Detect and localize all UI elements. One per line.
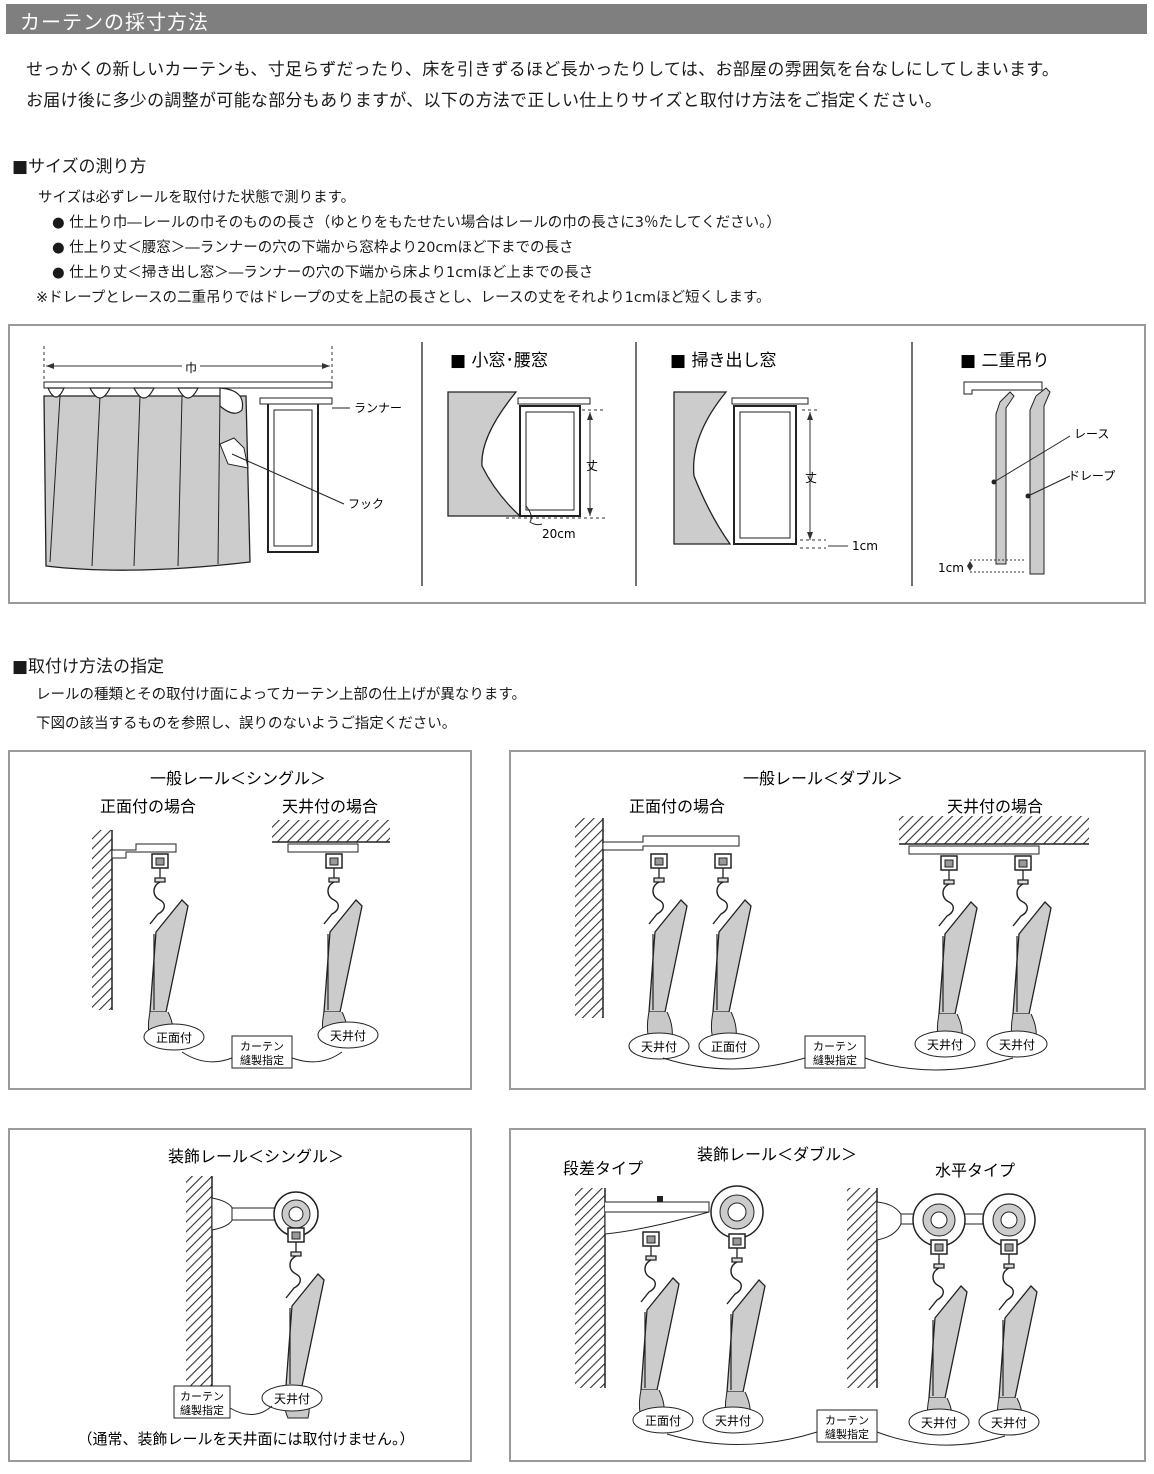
drape-label: ドレープ: [1068, 469, 1115, 483]
mount-lead-1: レールの種類とその取付け面によってカーテン上部の仕上げが異なります。: [36, 687, 526, 703]
small-window-title: ■ 小窓･腰窓: [450, 351, 548, 371]
double-tag-4: 天井付: [999, 1038, 1035, 1052]
measure-diagram: 巾 ランナー フック ■ 小窓･腰窓 丈 20cm ■: [43, 342, 1115, 586]
deco-double-diagram: 装飾レール＜ダブル＞ 段差タイプ 水平タイプ 正面付 天井付 カーテン 縫製指定: [563, 1145, 1040, 1446]
general-single-title: 一般レール＜シングル＞: [150, 769, 326, 788]
double-title: ■ 二重吊り: [960, 351, 1049, 371]
length-label-small: 丈: [586, 459, 598, 473]
double-tag-2: 正面付: [711, 1040, 747, 1054]
hook-label: フック: [348, 497, 384, 511]
deco-double-tag-2: 天井付: [715, 1414, 751, 1428]
panel-deco-single: 装飾レール＜シングル＞ カーテン 縫製指定 天井付 （通常、装飾レールを天井面に…: [8, 1128, 472, 1462]
deco-double-sewing-2: 縫製指定: [825, 1427, 869, 1441]
deco-single-sewing-2: 縫製指定: [180, 1403, 224, 1417]
deco-single-title: 装飾レール＜シングル＞: [168, 1147, 344, 1166]
measure-note: ※ドレープとレースの二重吊りではドレープの丈を上記の長さとし、レースの丈をそれよ…: [36, 290, 771, 306]
flat-type-caption: 水平タイプ: [935, 1161, 1015, 1180]
measure-bullet-width: ● 仕上り巾―レールの巾そのものの長さ（ゆとりをもたせたい場合はレールの巾の長さ…: [52, 215, 781, 231]
intro-line-2: お届け後に多少の調整が可能な部分もありますが、以下の方法で正しい仕上りサイズと取…: [26, 91, 943, 111]
mount-heading: ■取付け方法の指定: [12, 657, 165, 677]
deco-double-tag-3: 天井付: [921, 1416, 957, 1430]
length-label-sweep: 丈: [805, 471, 817, 485]
step-type-caption: 段差タイプ: [563, 1159, 643, 1178]
double-sewing-2: 縫製指定: [813, 1053, 857, 1067]
deco-single-sewing-1: カーテン: [180, 1390, 224, 1403]
deco-single-diagram: 装飾レール＜シングル＞ カーテン 縫製指定 天井付 （通常、装飾レールを天井面に…: [77, 1147, 414, 1448]
deco-single-note: （通常、装飾レールを天井面には取付けません。）: [77, 1430, 414, 1448]
intro-line-1: せっかくの新しいカーテンも、寸足らずだったり、床を引きずるほど長かったりしては、…: [26, 60, 1060, 80]
general-double-diagram: 一般レール＜ダブル＞ 正面付の場合 天井付の場合 天井付 正面付 カーテン 縫製…: [575, 769, 1089, 1071]
deco-double-title: 装飾レール＜ダブル＞: [697, 1145, 857, 1164]
general-single-front-caption: 正面付の場合: [100, 797, 196, 816]
runner-label: ランナー: [354, 401, 402, 415]
sweep-window-title: ■ 掃き出し窓: [670, 351, 776, 371]
measure-bullet-floor: ● 仕上り丈＜掃き出し窓＞―ランナーの穴の下端から床より1cmほど上までの長さ: [52, 265, 594, 281]
sewing-label-2: 縫製指定: [240, 1053, 284, 1067]
mount-lead-2: 下図の該当するものを参照し、誤りのないようご指定ください。: [36, 716, 457, 732]
tag-ceiling: 天井付: [330, 1029, 366, 1043]
deco-double-sewing-1: カーテン: [825, 1414, 869, 1427]
cm1-label-double: 1cm: [938, 561, 964, 575]
general-double-title: 一般レール＜ダブル＞: [743, 769, 903, 788]
general-double-ceiling-caption: 天井付の場合: [947, 797, 1043, 816]
sewing-label-1: カーテン: [240, 1040, 284, 1053]
cm1-label-sweep: 1cm: [852, 539, 878, 553]
measure-diagram-panel: 巾 ランナー フック ■ 小窓･腰窓 丈 20cm ■: [8, 324, 1146, 604]
panel-general-double: 一般レール＜ダブル＞ 正面付の場合 天井付の場合 天井付 正面付 カーテン 縫製…: [509, 750, 1146, 1090]
cm20-label: 20cm: [542, 527, 576, 541]
double-tag-3: 天井付: [927, 1038, 963, 1052]
panel-general-single: 一般レール＜シングル＞ 正面付の場合 天井付の場合 正面付 天井付 カーテン 縫…: [8, 750, 472, 1090]
measure-heading: ■サイズの測り方: [12, 157, 147, 177]
general-single-diagram: 一般レール＜シングル＞ 正面付の場合 天井付の場合 正面付 天井付 カーテン 縫…: [92, 769, 390, 1069]
width-label: 巾: [185, 361, 197, 375]
double-sewing-1: カーテン: [813, 1040, 857, 1053]
panel-deco-double: 装飾レール＜ダブル＞ 段差タイプ 水平タイプ 正面付 天井付 カーテン 縫製指定: [509, 1128, 1146, 1462]
page-title-bar: カーテンの採寸方法: [6, 4, 1147, 34]
measure-lead: サイズは必ずレールを取付けた状態で測ります。: [38, 190, 356, 206]
measure-bullet-waist: ● 仕上り丈＜腰窓＞―ランナーの穴の下端から窓枠より20cmほど下までの長さ: [52, 240, 574, 256]
general-double-front-caption: 正面付の場合: [629, 797, 725, 816]
deco-single-tag: 天井付: [274, 1392, 310, 1406]
deco-double-tag-1: 正面付: [645, 1414, 681, 1428]
page-title: カーテンの採寸方法: [20, 10, 209, 34]
deco-double-tag-4: 天井付: [991, 1416, 1027, 1430]
general-single-ceiling-caption: 天井付の場合: [282, 797, 378, 816]
tag-front: 正面付: [156, 1031, 192, 1045]
double-tag-1: 天井付: [641, 1040, 677, 1054]
lace-label: レース: [1074, 427, 1109, 441]
